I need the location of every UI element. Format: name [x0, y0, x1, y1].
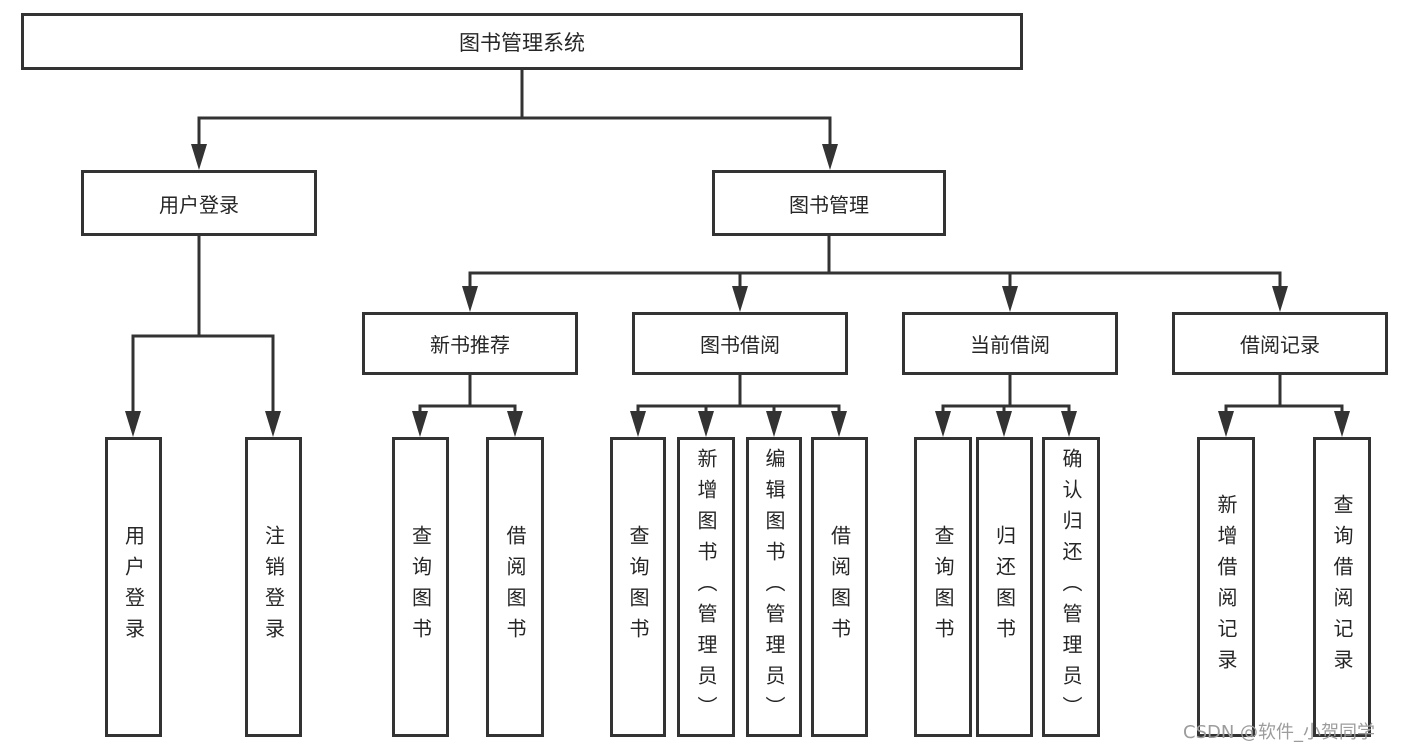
node-label: 当前借阅	[970, 333, 1050, 357]
leaf-logout: 注销登录	[245, 437, 302, 737]
node-label: 用户登录	[159, 192, 239, 217]
leaf-query-borrow-record: 查询借阅记录	[1313, 437, 1371, 737]
node-label: 注销登录	[261, 525, 286, 649]
leaf-query-book-current: 查询图书	[914, 437, 972, 737]
node-label: 确认归还（管理员）	[1059, 447, 1083, 727]
leaf-query-book-borrowing: 查询图书	[610, 437, 666, 737]
node-label: 图书管理系统	[459, 30, 585, 55]
node-new-book-recommend: 新书推荐	[362, 312, 578, 375]
leaf-user-login: 用户登录	[105, 437, 162, 737]
leaf-query-book-recommend: 查询图书	[392, 437, 449, 737]
csdn-watermark: CSDN @软件_小贺同学	[1183, 722, 1376, 743]
leaf-confirm-return-admin: 确认归还（管理员）	[1042, 437, 1100, 737]
node-label: 新增借阅记录	[1214, 494, 1238, 680]
node-label: 归还图书	[992, 525, 1017, 649]
node-root-library-system: 图书管理系统	[21, 13, 1023, 70]
leaf-add-borrow-record: 新增借阅记录	[1197, 437, 1255, 737]
leaf-edit-book-admin: 编辑图书（管理员）	[746, 437, 802, 737]
node-label: 新增图书（管理员）	[694, 447, 718, 727]
leaf-borrow-book: 借阅图书	[811, 437, 868, 737]
node-label: 借阅图书	[503, 525, 527, 649]
node-label: 图书管理	[789, 192, 869, 217]
node-book-management: 图书管理	[712, 170, 946, 236]
node-borrowing-records: 借阅记录	[1172, 312, 1388, 375]
leaf-borrow-book-recommend: 借阅图书	[486, 437, 544, 737]
node-label: 借阅图书	[827, 525, 852, 649]
node-current-borrowing: 当前借阅	[902, 312, 1118, 375]
node-label: 借阅记录	[1240, 333, 1320, 357]
node-label: 用户登录	[121, 525, 146, 649]
leaf-return-book: 归还图书	[976, 437, 1033, 737]
arrowheads	[125, 144, 1350, 437]
node-label: 查询图书	[626, 525, 650, 649]
node-label: 查询图书	[931, 525, 955, 649]
node-user-login: 用户登录	[81, 170, 317, 236]
node-label: 新书推荐	[430, 333, 510, 357]
node-book-borrowing: 图书借阅	[632, 312, 848, 375]
node-label: 查询图书	[408, 525, 433, 649]
node-label: 图书借阅	[700, 333, 780, 357]
node-label: 查询借阅记录	[1330, 494, 1354, 680]
node-label: 编辑图书（管理员）	[762, 447, 786, 727]
leaf-add-book-admin: 新增图书（管理员）	[677, 437, 735, 737]
